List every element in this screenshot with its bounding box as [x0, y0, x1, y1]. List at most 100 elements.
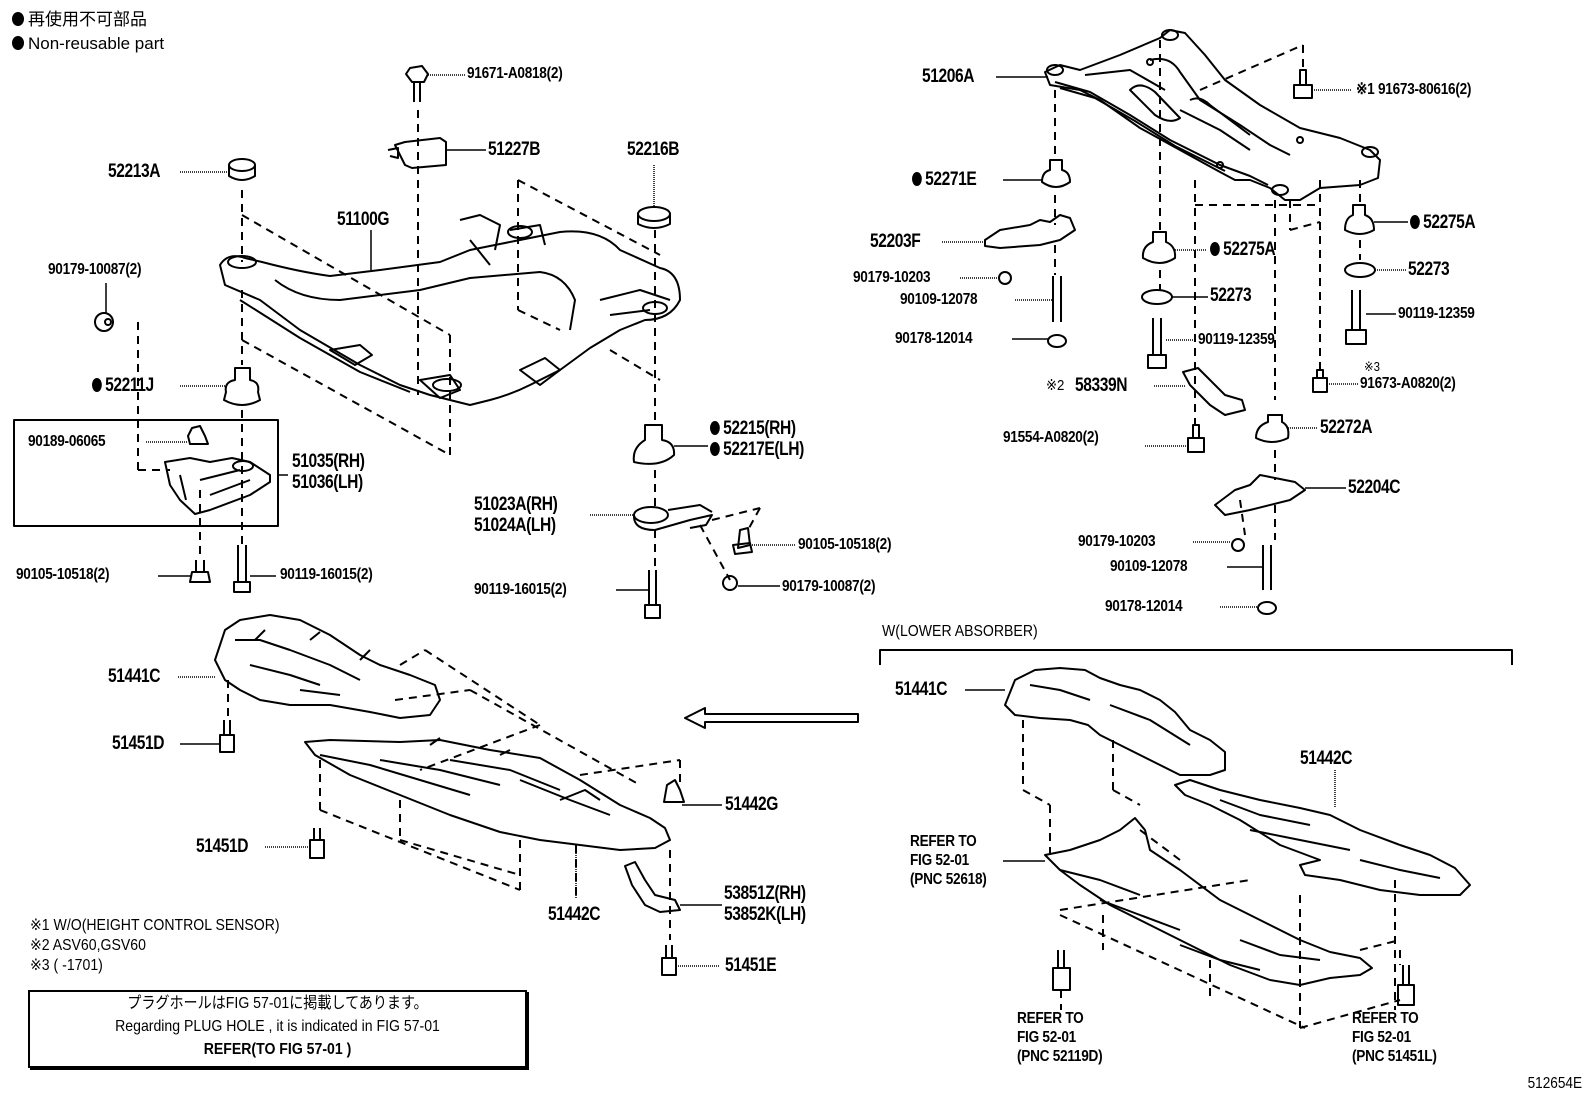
part-label-90119-16015-left[interactable]: 90119-16015(2): [280, 566, 373, 583]
note-1: ※1 W/O(HEIGHT CONTROL SENSOR): [30, 917, 280, 934]
part-label-90109-12078-upper[interactable]: 90109-12078: [900, 291, 978, 308]
part-label-51023a-rh[interactable]: 51023A(RH): [474, 494, 558, 515]
part-label-51035-rh[interactable]: 51035(RH): [292, 451, 365, 472]
plug-box-jp: プラグホールはFIG 57-01に掲載してあります。: [127, 995, 428, 1012]
refer-line: FIG 52-01: [1352, 1029, 1411, 1046]
part-label-51451d-upper[interactable]: 51451D: [112, 733, 165, 754]
part-label-52272a[interactable]: 52272A: [1320, 417, 1373, 438]
part-label-90109-12078-lower[interactable]: 90109-12078: [1110, 558, 1188, 575]
rear-small-parts: [984, 69, 1376, 615]
rear-crossmember-51206a-drawing: [1044, 29, 1381, 201]
lower-absorber-bracket-line: [879, 649, 1513, 665]
part-label-90178-12014-lower[interactable]: 90178-12014: [1105, 598, 1183, 615]
part-label-51227b[interactable]: 51227B: [488, 139, 541, 160]
part-label-51451e[interactable]: 51451E: [725, 955, 777, 976]
front-small-parts: [94, 65, 753, 619]
figure-number: 512654E: [1527, 1075, 1582, 1092]
refer-line: (PNC 52618): [910, 871, 987, 888]
part-label-58339n[interactable]: 58339N: [1075, 375, 1128, 396]
part-label-51442c-left[interactable]: 51442C: [548, 904, 601, 925]
note-mark-3: ※3: [1364, 359, 1380, 374]
part-label-51024a-lh[interactable]: 51024A(LH): [474, 515, 556, 536]
note-3: ※3 ( -1701): [30, 957, 103, 974]
part-label-52217e-lh[interactable]: 52217E(LH): [710, 440, 804, 459]
under-cover-right-guides: [1022, 720, 1401, 1029]
part-label-52213a[interactable]: 52213A: [108, 161, 161, 182]
part-label-51442g[interactable]: 51442G: [725, 794, 778, 815]
part-label-90105-10518-left[interactable]: 90105-10518(2): [16, 566, 110, 583]
non-reusable-icon: [1210, 242, 1220, 256]
note-mark-2: ※2: [1046, 377, 1065, 394]
refer-line: REFER TO: [1352, 1010, 1419, 1027]
part-label-52211j[interactable]: 52211J: [92, 376, 154, 395]
part-label-91673-80616[interactable]: ※1 91673-80616(2): [1356, 81, 1472, 98]
refer-line: FIG 52-01: [1017, 1029, 1076, 1046]
refer-line: (PNC 51451L): [1352, 1048, 1437, 1065]
part-label-91554-a0820[interactable]: 91554-A0820(2): [1003, 429, 1099, 446]
legend-item-en: Non-reusable part: [12, 35, 164, 52]
part-label-90189-06065[interactable]: 90189-06065: [28, 433, 106, 450]
under-cover-left-guides: [227, 649, 681, 940]
lower-absorber-title: W(LOWER ABSORBER): [882, 623, 1038, 640]
bracket-group-frame: [13, 419, 279, 527]
part-label-51451d-lower[interactable]: 51451D: [196, 836, 249, 857]
legend-item-jp: 再使用不可部品: [12, 11, 147, 28]
part-number: 52275A: [1223, 239, 1276, 260]
refer-52119d[interactable]: REFER TO FIG 52-01 (PNC 52119D): [1017, 1011, 1117, 1065]
non-reusable-icon: [1410, 215, 1420, 229]
non-reusable-icon: [912, 172, 922, 186]
part-label-53851z-rh[interactable]: 53851Z(RH): [724, 883, 806, 904]
part-label-90179-10203-upper[interactable]: 90179-10203: [853, 269, 931, 286]
refer-line: (PNC 52119D): [1017, 1048, 1103, 1065]
non-reusable-icon: [92, 378, 102, 392]
refer-line: REFER TO: [1017, 1010, 1084, 1027]
plug-box-refer-link[interactable]: REFER(TO FIG 57-01 ): [203, 1041, 352, 1058]
part-label-90119-12359-right[interactable]: 90119-12359: [1398, 305, 1475, 322]
note-2: ※2 ASV60,GSV60: [30, 937, 146, 954]
plug-hole-reference-box: プラグホールはFIG 57-01に掲載してあります。 Regarding PLU…: [28, 990, 527, 1068]
part-label-90178-12014-upper[interactable]: 90178-12014: [895, 330, 973, 347]
part-number: 52271E: [925, 169, 977, 190]
part-label-90119-16015-right[interactable]: 90119-16015(2): [474, 581, 567, 598]
filled-circle-icon: [12, 36, 24, 50]
part-label-52203f[interactable]: 52203F: [870, 231, 921, 252]
part-label-51036-lh[interactable]: 51036(LH): [292, 472, 363, 493]
part-label-91671-a0818[interactable]: 91671-A0818(2): [467, 65, 563, 82]
part-label-51441c-left[interactable]: 51441C: [108, 666, 161, 687]
legend-text-en: Non-reusable part: [28, 34, 165, 53]
part-label-52215-rh[interactable]: 52215(RH): [710, 419, 796, 438]
part-label-51206a[interactable]: 51206A: [922, 66, 975, 87]
part-label-52271e[interactable]: 52271E: [912, 169, 977, 190]
part-label-90119-12359-middle[interactable]: 90119-12359: [1198, 331, 1275, 348]
part-label-52275a-right[interactable]: 52275A: [1410, 212, 1476, 233]
non-reusable-icon: [710, 421, 720, 435]
part-label-51442c-right[interactable]: 51442C: [1300, 748, 1353, 769]
refer-52618[interactable]: REFER TO FIG 52-01 (PNC 52618): [910, 834, 1000, 888]
refer-51451l[interactable]: REFER TO FIG 52-01 (PNC 51451L): [1352, 1011, 1452, 1065]
part-label-90179-10203-lower[interactable]: 90179-10203: [1078, 533, 1156, 550]
refer-line: FIG 52-01: [910, 852, 969, 869]
legend-text-jp: 再使用不可部品: [28, 10, 147, 29]
part-label-51441c-right[interactable]: 51441C: [895, 679, 948, 700]
part-label-52204c[interactable]: 52204C: [1348, 477, 1401, 498]
plug-box-en: Regarding PLUG HOLE , it is indicated in…: [115, 1018, 440, 1035]
part-label-91673-a0820[interactable]: 91673-A0820(2): [1360, 375, 1456, 392]
non-reusable-icon: [710, 442, 720, 456]
front-guide-lines: [137, 110, 761, 581]
part-label-51100g[interactable]: 51100G: [337, 209, 390, 230]
part-label-52273-right[interactable]: 52273: [1408, 259, 1450, 280]
front-crossmember-51100g-drawing: [219, 214, 681, 406]
part-label-90179-10087-right[interactable]: 90179-10087(2): [782, 578, 876, 595]
part-number: 52211J: [105, 375, 154, 396]
part-label-90179-10087-left[interactable]: 90179-10087(2): [48, 261, 142, 278]
part-label-53852k-lh[interactable]: 53852K(LH): [724, 904, 806, 925]
filled-circle-icon: [12, 12, 24, 26]
part-label-52275a-middle[interactable]: 52275A: [1210, 239, 1276, 260]
leader-lines: [105, 74, 1408, 967]
part-label-52216b[interactable]: 52216B: [627, 139, 680, 160]
part-label-52273-middle[interactable]: 52273: [1210, 285, 1252, 306]
rear-guide-lines: [1054, 40, 1361, 540]
part-number: 52275A: [1423, 212, 1476, 233]
part-label-90105-10518-right[interactable]: 90105-10518(2): [798, 536, 892, 553]
